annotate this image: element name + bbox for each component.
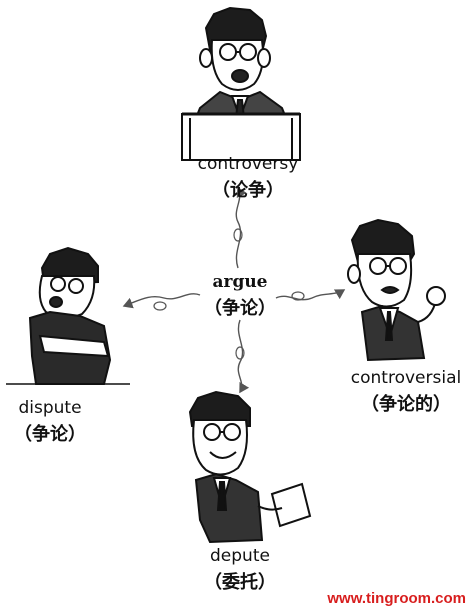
bottom-word-label: depute [210,546,270,566]
man-arms-crossed-figure [6,246,130,385]
right-word-label: controversial [350,368,462,388]
center-word-label: argue [212,272,268,292]
man-with-fist-figure [347,218,446,362]
left-word-label: dispute [18,398,82,418]
arrow-to-left [122,293,201,311]
arrow-to-right [275,289,346,301]
top-word-label: controversy [197,154,299,174]
man-at-podium-figure [181,6,301,161]
arrow-to-top [233,186,247,269]
watermark-text: www.tingroom.com [327,590,466,607]
arrow-to-bottom [235,319,250,394]
right-meaning-label: （争论的） [361,394,451,415]
man-holding-paper-figure [188,390,312,544]
left-meaning-label: （争论） [14,424,86,445]
center-meaning-label: （争论） [204,298,276,319]
bottom-meaning-label: （委托） [204,572,276,593]
top-meaning-label: （论争） [212,180,284,201]
